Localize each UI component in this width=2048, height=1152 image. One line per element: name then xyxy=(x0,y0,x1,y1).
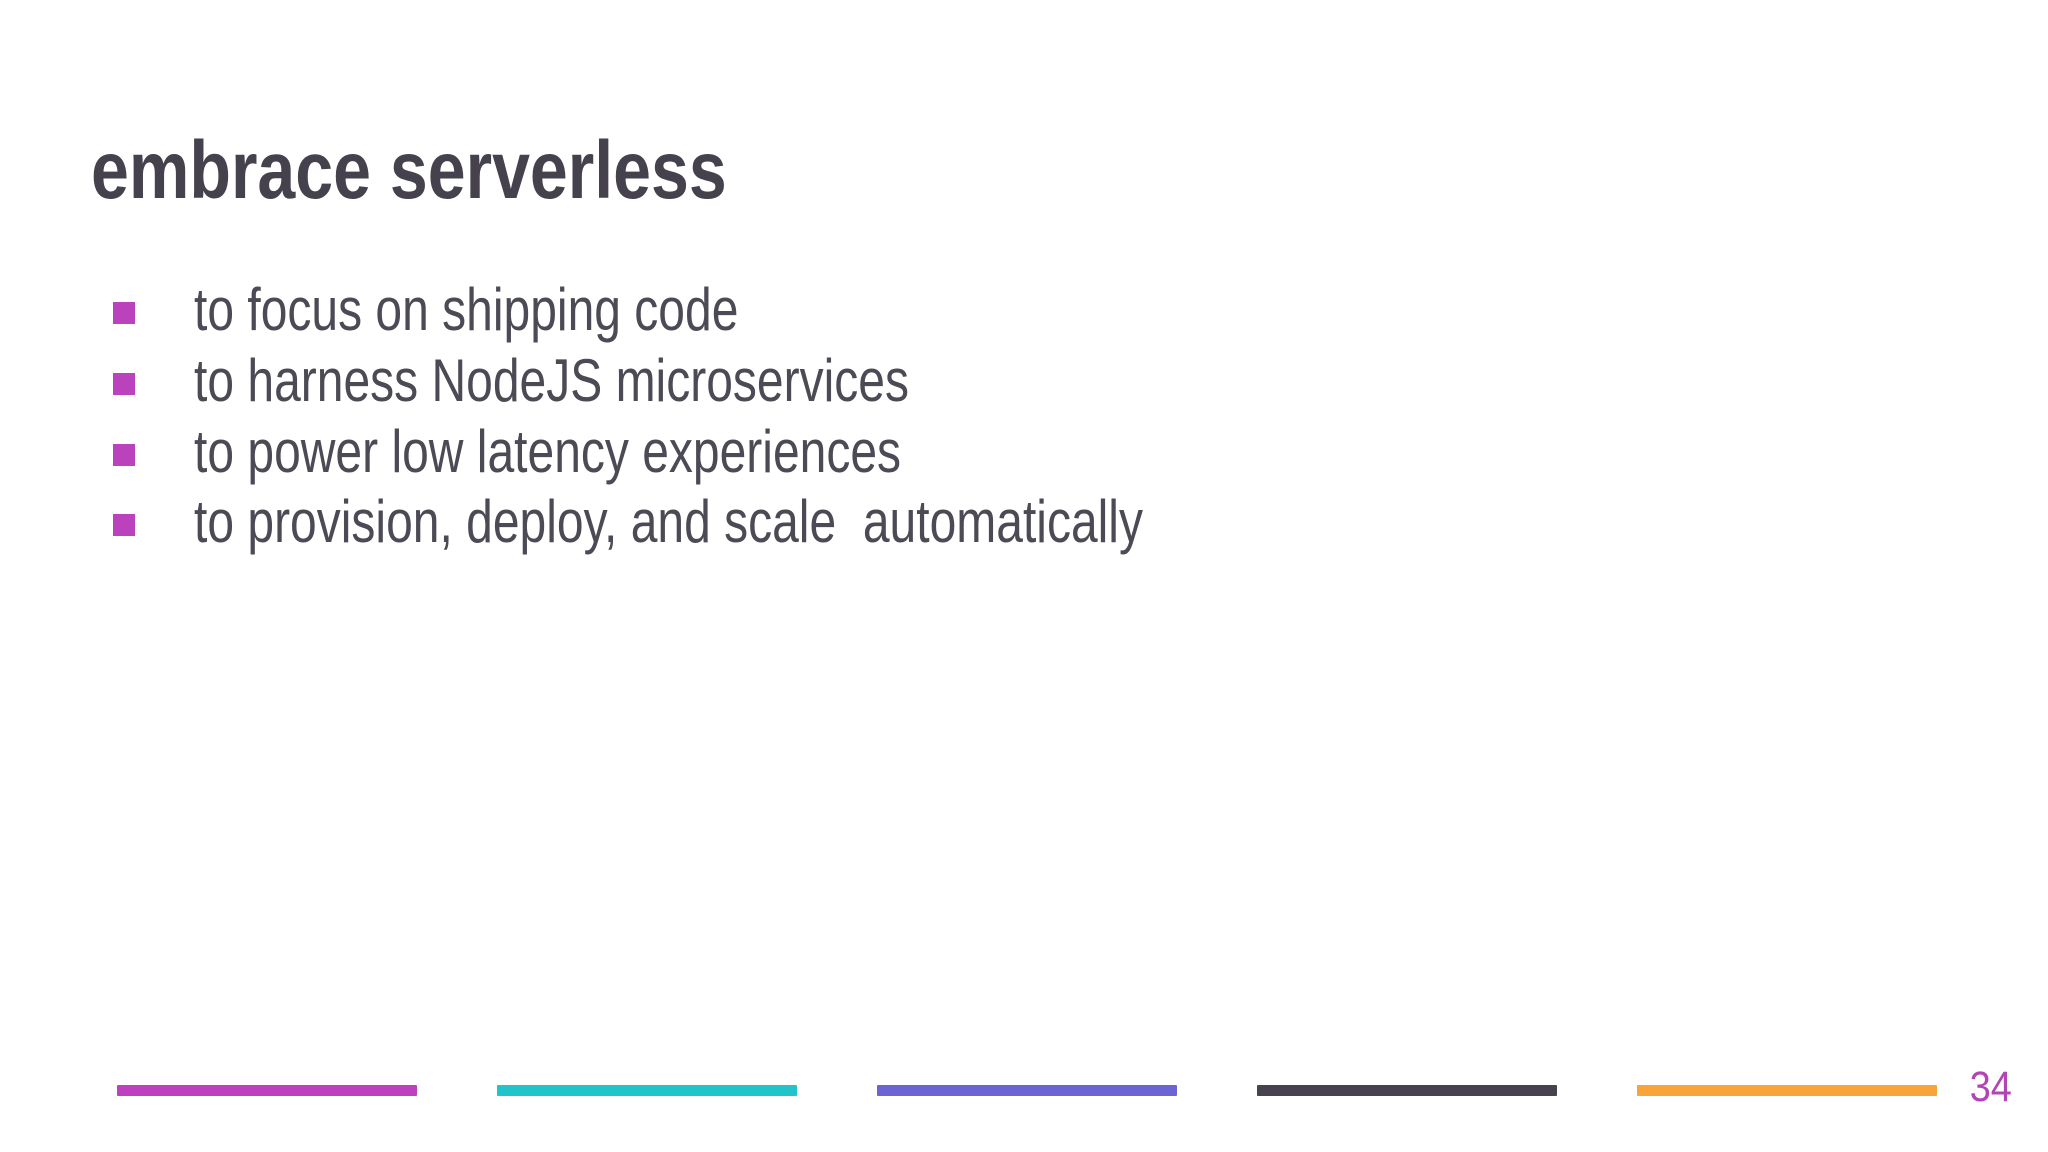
bullet-text: to power low latency experiences xyxy=(194,417,902,485)
square-bullet-icon xyxy=(113,302,135,325)
square-bullet-icon xyxy=(113,514,135,537)
footer-bar-orange xyxy=(1637,1085,1937,1096)
bullet-text: to harness NodeJS microservices xyxy=(194,347,909,415)
slide-title: embrace serverless xyxy=(91,125,727,216)
footer-bar-teal xyxy=(497,1085,797,1096)
footer-bar-magenta xyxy=(117,1085,417,1096)
bullet-item: to focus on shipping code xyxy=(113,275,1380,346)
bullet-item: to harness NodeJS microservices xyxy=(113,346,1380,417)
square-bullet-icon xyxy=(113,443,135,466)
footer-decoration-bars xyxy=(117,1085,1937,1096)
bullet-list: to focus on shipping code to harness Nod… xyxy=(113,275,1380,558)
footer-bar-purple xyxy=(877,1085,1177,1096)
bullet-item: to power low latency experiences xyxy=(113,416,1380,487)
square-bullet-icon xyxy=(113,373,135,396)
bullet-text: to provision, deploy, and scale automati… xyxy=(194,488,1143,556)
page-number: 34 xyxy=(1969,1063,2012,1111)
bullet-text: to focus on shipping code xyxy=(194,276,739,344)
footer-bar-charcoal xyxy=(1257,1085,1557,1096)
bullet-item: to provision, deploy, and scale automati… xyxy=(113,487,1380,558)
